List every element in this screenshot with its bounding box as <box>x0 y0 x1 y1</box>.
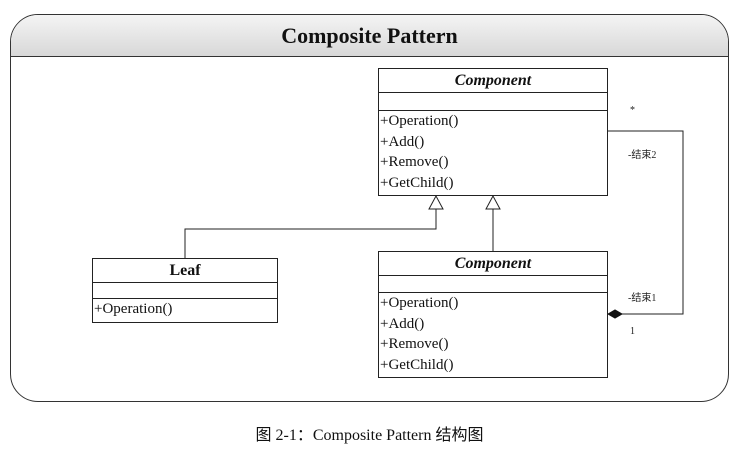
role-end2: -结束2 <box>628 150 657 161</box>
class-leaf[interactable]: Leaf +Operation() <box>92 258 278 323</box>
figure-caption: 图 2-1：Composite Pattern 结构图 <box>255 427 484 444</box>
attributes-compartment <box>379 276 607 293</box>
operation-item: +GetChild() <box>380 356 454 373</box>
operations-compartment: +Operation() <box>93 299 277 320</box>
operations-compartment: +Operation() +Add() +Remove() +GetChild(… <box>379 293 607 375</box>
title-bar: Composite Pattern <box>11 15 728 57</box>
operation-item: +Add() <box>380 133 425 150</box>
operations-compartment: +Operation() +Add() +Remove() +GetChild(… <box>379 111 607 193</box>
composition-association-line <box>608 130 684 315</box>
class-name: Component <box>379 69 607 93</box>
operation-item: +GetChild() <box>380 174 454 191</box>
multiplicity-end1: 1 <box>630 326 635 337</box>
composition-diamond <box>606 309 624 319</box>
operation-item: +Add() <box>380 315 425 332</box>
operation-item: +Operation() <box>380 113 459 129</box>
component-generalization-arrowhead <box>485 194 501 210</box>
class-component-bottom[interactable]: Component +Operation() +Add() +Remove() … <box>378 251 608 378</box>
class-component-top[interactable]: Component +Operation() +Add() +Remove() … <box>378 68 608 196</box>
diagram-frame: Composite Pattern <box>10 14 729 402</box>
diagram-title: Composite Pattern <box>281 22 458 48</box>
role-end1: -结束1 <box>628 293 657 304</box>
operation-item: +Operation() <box>380 295 459 311</box>
attributes-compartment <box>379 93 607 111</box>
operation-item: +Remove() <box>380 336 449 352</box>
operation-item: +Operation() <box>94 301 173 317</box>
operation-item: +Remove() <box>380 154 449 170</box>
class-name: Component <box>379 252 607 276</box>
leaf-generalization-line <box>184 209 437 258</box>
leaf-generalization-arrowhead <box>428 194 444 210</box>
multiplicity-end2: * <box>630 105 635 116</box>
attributes-compartment <box>93 283 277 299</box>
class-name: Leaf <box>93 259 277 283</box>
